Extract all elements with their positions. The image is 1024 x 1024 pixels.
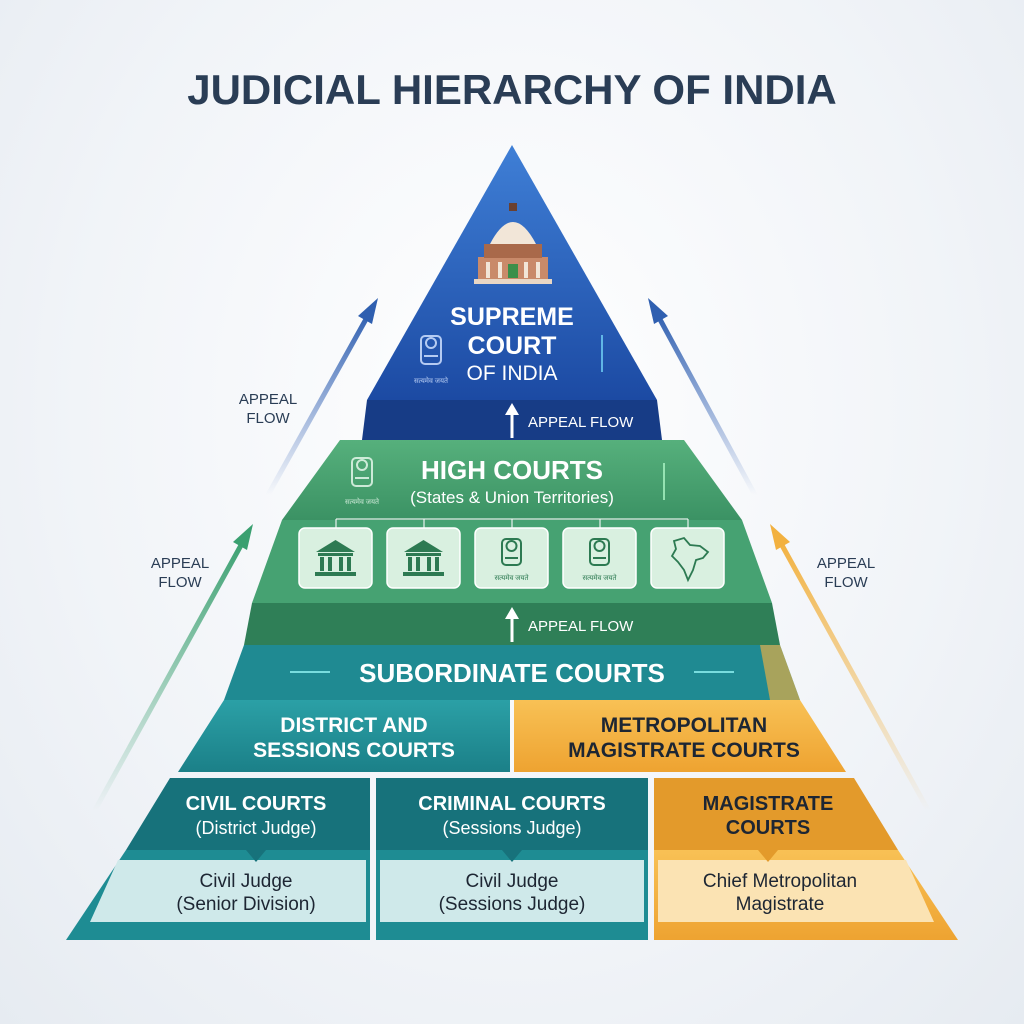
- national-emblem-icon: सत्यमेव जयते: [414, 335, 449, 385]
- svg-text:APPEAL: APPEAL: [151, 555, 209, 572]
- svg-text:सत्यमेव जयते: सत्यमेव जयते: [345, 497, 380, 506]
- svg-text:सत्यमेव जयते: सत्यमेव जयते: [582, 573, 617, 582]
- magistrate-courts-body-line2: Magistrate: [736, 894, 825, 915]
- district-sessions-courts: DISTRICT AND SESSIONS COURTS: [178, 700, 510, 772]
- supreme-court-title-line1: SUPREME: [450, 303, 574, 331]
- high-court-tile: सत्यमेव जयते: [562, 527, 637, 589]
- appeal-flow-indicator-upper: APPEAL FLOW: [505, 403, 634, 438]
- side-label-bottom-right: APPEAL FLOW: [817, 555, 875, 591]
- high-courts-subtitle: (States & Union Territories): [410, 488, 614, 507]
- side-arrow-top-right: [648, 298, 758, 498]
- india-map-icon: [670, 536, 710, 583]
- appeal-flow-indicator-lower: APPEAL FLOW: [505, 607, 634, 642]
- svg-text:APPEAL FLOW: APPEAL FLOW: [528, 414, 634, 431]
- civil-courts-heading: CIVIL COURTS: [186, 793, 327, 815]
- svg-text:सत्यमेव जयते: सत्यमेव जयते: [414, 376, 449, 385]
- side-arrow-bottom-right: [770, 524, 931, 813]
- high-court-tile: सत्यमेव जयते: [474, 527, 549, 589]
- civil-courts-body-line1: Civil Judge: [200, 871, 293, 892]
- high-court-tile: [386, 527, 461, 589]
- svg-text:सत्यमेव जयते: सत्यमेव जयते: [494, 573, 529, 582]
- courthouse-icon: [403, 540, 444, 576]
- svg-text:METROPOLITAN: METROPOLITAN: [601, 714, 767, 737]
- magistrate-courts-body-line1: Chief Metropolitan: [703, 871, 857, 892]
- svg-text:MAGISTRATE COURTS: MAGISTRATE COURTS: [568, 739, 800, 762]
- magistrate-courts-column: MAGISTRATE COURTS Chief Metropolitan Mag…: [654, 778, 958, 940]
- side-arrow-bottom-left: [92, 524, 253, 813]
- svg-text:APPEAL: APPEAL: [817, 555, 875, 572]
- magistrate-courts-heading-line1: MAGISTRATE: [703, 793, 834, 815]
- criminal-courts-body-line1: Civil Judge: [466, 871, 559, 892]
- side-label-top-left: APPEAL FLOW: [239, 391, 297, 427]
- high-courts-title: HIGH COURTS: [421, 455, 603, 485]
- civil-courts-body-line2: (Senior Division): [176, 894, 315, 915]
- civil-courts-subheading: (District Judge): [195, 818, 316, 838]
- svg-text:APPEAL FLOW: APPEAL FLOW: [528, 618, 634, 635]
- high-court-tile: [298, 527, 373, 589]
- criminal-courts-heading: CRIMINAL COURTS: [418, 793, 605, 815]
- emblem-icon: सत्यमेव जयते: [582, 538, 618, 582]
- supreme-court-building-icon: [474, 203, 552, 284]
- supreme-court-title-line2: COURT: [468, 332, 557, 360]
- subordinate-courts-title: SUBORDINATE COURTS: [359, 658, 665, 688]
- supreme-court-title-line3: OF INDIA: [466, 362, 557, 385]
- side-label-bottom-left: APPEAL FLOW: [151, 555, 209, 591]
- criminal-courts-subheading: (Sessions Judge): [442, 818, 581, 838]
- criminal-courts-body-line2: (Sessions Judge): [439, 894, 586, 915]
- subordinate-courts-header: SUBORDINATE COURTS: [224, 645, 800, 700]
- diagram-title: JUDICIAL HIERARCHY OF INDIA: [187, 66, 837, 113]
- supreme-court-tier: सत्यमेव जयते SUPREME COURT OF INDIA: [362, 145, 662, 440]
- magistrate-courts-heading-line2: COURTS: [726, 817, 810, 839]
- svg-text:FLOW: FLOW: [246, 410, 290, 427]
- svg-text:SESSIONS COURTS: SESSIONS COURTS: [253, 739, 455, 762]
- svg-text:FLOW: FLOW: [824, 574, 868, 591]
- high-court-tile: [650, 527, 725, 589]
- high-courts-tier: सत्यमेव जयते HIGH COURTS (States & Union…: [244, 440, 780, 645]
- civil-courts-column: CIVIL COURTS (District Judge) Civil Judg…: [66, 778, 370, 940]
- criminal-courts-column: CRIMINAL COURTS (Sessions Judge) Civil J…: [376, 778, 648, 940]
- courthouse-icon: [315, 540, 356, 576]
- high-courts-emblem-icon: सत्यमेव जयते: [345, 457, 380, 506]
- svg-text:DISTRICT AND: DISTRICT AND: [280, 714, 427, 737]
- svg-text:FLOW: FLOW: [158, 574, 202, 591]
- metropolitan-magistrate-courts: METROPOLITAN MAGISTRATE COURTS: [514, 700, 846, 772]
- emblem-icon: सत्यमेव जयते: [494, 538, 530, 582]
- svg-text:APPEAL: APPEAL: [239, 391, 297, 408]
- side-arrow-top-left: [265, 298, 378, 498]
